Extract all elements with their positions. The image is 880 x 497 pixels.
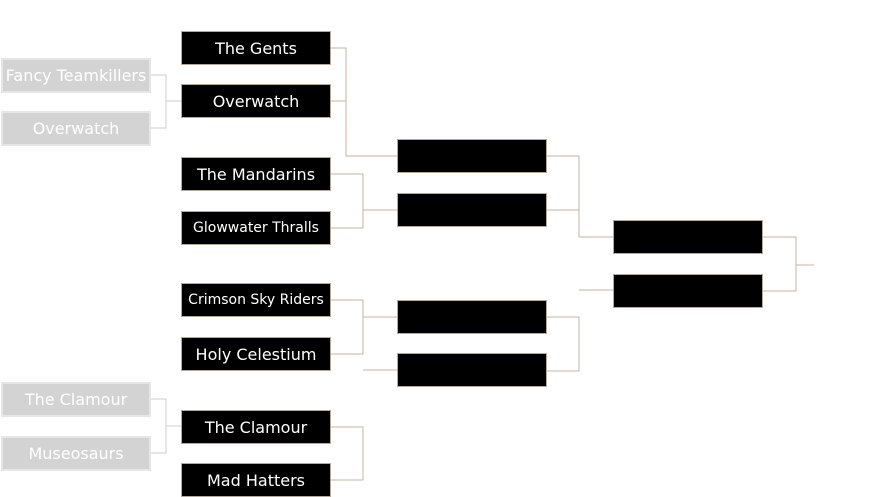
r2-connector-2	[546, 289, 613, 372]
round1-team-slot[interactable]: Holy Celestium	[181, 337, 331, 371]
round3-slot[interactable]	[613, 274, 763, 308]
round1-team-slot[interactable]: The Gents	[181, 31, 331, 65]
round2-slot[interactable]	[397, 353, 547, 387]
play-in-slot[interactable]: Overwatch	[1, 111, 151, 146]
round1-team-slot[interactable]: Glowwater Thralls	[181, 211, 331, 245]
r1-connector-2	[330, 173, 397, 229]
r3-connector	[762, 236, 814, 292]
round3-slot[interactable]	[613, 220, 763, 254]
r1-connector-3	[330, 299, 397, 355]
round1-team-slot[interactable]: Crimson Sky Riders	[181, 283, 331, 317]
r1-connector-1	[330, 47, 397, 157]
play-in-connector-bottom	[150, 398, 181, 454]
r1-connector-4	[330, 369, 397, 481]
play-in-connector-top	[150, 74, 181, 129]
round1-team-slot[interactable]: The Clamour	[181, 410, 331, 444]
round2-slot[interactable]	[397, 139, 547, 173]
round2-slot[interactable]	[397, 193, 547, 227]
round1-team-slot[interactable]: The Mandarins	[181, 157, 331, 191]
round1-team-slot[interactable]: Overwatch	[181, 84, 331, 118]
play-in-slot[interactable]: Museosaurs	[1, 436, 151, 471]
round2-slot[interactable]	[397, 300, 547, 334]
play-in-slot[interactable]: The Clamour	[1, 382, 151, 417]
play-in-slot[interactable]: Fancy Teamkillers	[1, 58, 151, 93]
round1-team-slot[interactable]: Mad Hatters	[181, 463, 331, 497]
r2-connector-1	[546, 155, 613, 238]
